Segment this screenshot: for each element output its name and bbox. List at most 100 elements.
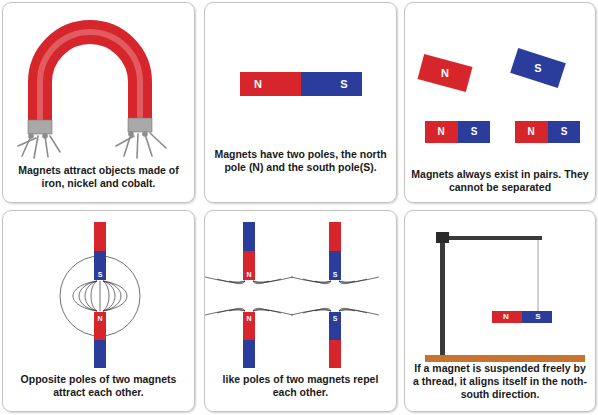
south-piece <box>510 48 566 88</box>
field-line <box>73 281 97 311</box>
pole-label: N <box>246 315 251 322</box>
horseshoe-magnet <box>28 32 152 134</box>
horseshoe-tip <box>128 118 152 132</box>
nail-head <box>143 132 147 136</box>
south-half <box>243 222 255 251</box>
pole-label: N <box>441 68 449 79</box>
north-half <box>515 121 548 143</box>
nails <box>18 132 166 158</box>
pole-label: S <box>340 79 347 90</box>
nail <box>116 136 134 146</box>
bar-magnet <box>240 72 362 96</box>
panel-card: like poles of two magnets repel each oth… <box>204 210 397 412</box>
stand-pole <box>440 233 445 355</box>
caption-text: Magnets attract objects made of iron, ni… <box>8 164 189 190</box>
panel-card: Opposite poles of two magnets attract ea… <box>2 210 195 412</box>
pole-label: N <box>503 313 509 321</box>
north-piece <box>417 54 472 92</box>
north-half <box>329 340 341 368</box>
caption-text: If a magnet is suspended freely by a thr… <box>410 362 590 401</box>
nail-head <box>29 134 33 138</box>
field-line <box>100 281 101 311</box>
field-line <box>103 281 127 311</box>
caption-block: Magnets always exist in pairs. They cann… <box>410 168 590 194</box>
field-line <box>253 277 293 282</box>
caption-block: Magnets have two poles, the north pole (… <box>210 148 391 174</box>
field-line <box>103 281 115 311</box>
field-line <box>339 279 367 283</box>
nail <box>50 136 60 152</box>
south-half <box>329 251 341 280</box>
pole-label: S <box>534 63 541 74</box>
north-half <box>425 121 458 143</box>
north-half <box>492 311 522 323</box>
field-line <box>253 310 293 315</box>
field-line <box>291 310 331 315</box>
caption-text: Magnets have two poles, the north pole (… <box>210 148 391 174</box>
panel-card: Magnets have two poles, the north pole (… <box>204 2 397 203</box>
field-line <box>205 310 245 315</box>
pole-label: N <box>437 127 444 137</box>
nail-head <box>129 132 133 136</box>
south-half <box>329 312 341 340</box>
stand-clamp <box>436 232 449 243</box>
north-half <box>329 222 341 251</box>
broken-magnets <box>417 48 580 143</box>
south-half <box>301 72 362 96</box>
north-half <box>243 312 255 340</box>
nail <box>145 134 152 156</box>
nail <box>137 134 138 158</box>
pole-label: S <box>333 315 338 322</box>
nail-head <box>43 134 47 138</box>
south-half <box>522 311 552 323</box>
panel-card: If a magnet is suspended freely by a thr… <box>404 210 596 412</box>
north-half <box>240 72 301 96</box>
pole-label: S <box>561 127 568 137</box>
caption-block: Magnets attract objects made of iron, ni… <box>8 164 189 190</box>
nail <box>124 134 131 156</box>
field-line <box>85 281 97 311</box>
pole-label: N <box>97 315 102 322</box>
field-line <box>339 277 379 282</box>
stand-arm <box>440 236 542 240</box>
nail <box>45 136 48 157</box>
field-line <box>91 281 97 311</box>
field-line <box>205 277 245 282</box>
suspension-stand <box>425 232 585 362</box>
caption-text: Magnets always exist in pairs. They cann… <box>410 168 590 194</box>
south-half <box>243 340 255 368</box>
pole-label: N <box>254 79 262 90</box>
pole-label: N <box>527 127 534 137</box>
field-line <box>339 310 379 315</box>
field-line <box>291 277 331 282</box>
caption-block: like poles of two magnets repel each oth… <box>210 373 391 399</box>
north-half <box>243 251 255 280</box>
north-half <box>94 222 106 251</box>
field-line <box>253 309 281 313</box>
field-line <box>217 279 245 283</box>
nail <box>18 138 36 146</box>
thread <box>538 240 539 311</box>
pole-label: N <box>246 271 251 278</box>
pole-label: S <box>333 271 338 278</box>
field-line <box>217 309 245 313</box>
caption-block: If a magnet is suspended freely by a thr… <box>410 362 590 401</box>
panel-card: Magnets attract objects made of iron, ni… <box>2 2 195 203</box>
south-half <box>94 340 106 368</box>
panel-card: Magnets always exist in pairs. They cann… <box>404 2 596 203</box>
south-half <box>94 251 106 280</box>
nail <box>150 133 166 148</box>
repelling-magnets <box>243 222 341 368</box>
horseshoe-body <box>40 32 140 124</box>
field-line <box>303 279 331 283</box>
horseshoe-shine <box>40 32 140 124</box>
caption-text: like poles of two magnets repel each oth… <box>210 373 391 399</box>
stand-base <box>425 355 585 362</box>
caption-block: Opposite poles of two magnets attract ea… <box>8 373 189 399</box>
nail <box>22 136 31 156</box>
field-line <box>253 279 281 283</box>
pole-label: S <box>471 127 478 137</box>
south-half <box>458 121 490 143</box>
